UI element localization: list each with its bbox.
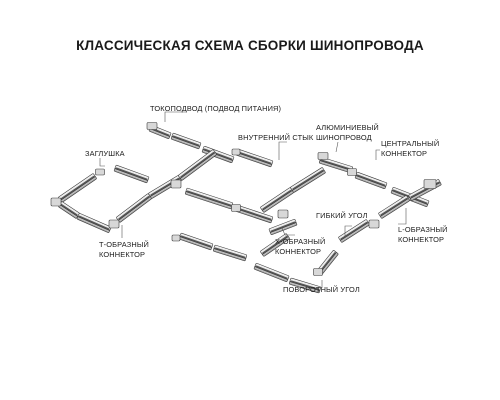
inner-joint-connector [231,148,241,156]
track-segment [76,213,112,233]
track-segment [260,233,290,257]
track-segment [116,193,152,223]
end-cap [423,179,437,189]
track-segment [253,263,290,282]
connectors [50,122,437,276]
end-cap [95,168,105,176]
track-segment [268,219,298,235]
label-end-cap: ЗАГЛУШКА [85,149,125,158]
track-segment [178,232,214,251]
track-segment [201,145,235,164]
end-cap [171,234,181,242]
central-connector [347,168,357,176]
track-segment [170,132,202,150]
label-x-connector-1: X-ОБРАЗНЫЙ [275,237,325,246]
label-flexible-corner: ГИБКИЙ УГОЛ [316,211,368,220]
track-segment [184,187,234,210]
track-segment [178,149,217,181]
track-segment [289,277,321,294]
x-connector [277,209,289,219]
label-t-connector-1: Т-ОБРАЗНЫЙ [99,240,149,249]
track-segment [260,187,294,213]
track-segment [113,164,150,184]
label-x-connector-2: КОННЕКТОР [275,247,321,256]
label-rotary-corner: ПОВОРОТНЫЙ УГОЛ [283,285,360,294]
l-connector [50,197,62,207]
leader-lines [99,111,407,288]
label-l-connector-2: КОННЕКТОР [398,235,444,244]
label-t-connector-2: КОННЕКТОР [99,250,145,259]
label-aluminium-track-2: ШИНОПРОВОД [316,133,372,142]
label-power-feed: ТОКОПОДВОД (ПОДВОД ПИТАНИЯ) [150,104,281,113]
end-cap [317,152,329,160]
connector-piece [231,204,241,212]
power-feed-connector [146,122,158,130]
flexible-corner [368,219,380,229]
track-segment [58,201,80,219]
label-central-connector-1: ЦЕНТРАЛЬНЫЙ [381,139,439,148]
track-segment [338,219,370,243]
label-l-connector-1: L-ОБРАЗНЫЙ [398,225,448,234]
diagram-title: КЛАССИЧЕСКАЯ СХЕМА СБОРКИ ШИНОПРОВОДА [76,38,424,53]
track-segment [354,171,388,190]
track-segment [235,148,274,168]
track-segment [58,173,97,203]
track-segment [317,250,339,274]
t-connector [170,179,182,189]
track-segments [58,125,442,294]
track-segment [212,244,248,262]
label-central-connector-2: КОННЕКТОР [381,149,427,158]
track-segment [378,195,410,219]
label-aluminium-track-1: АЛЮМИНИЕВЫЙ [316,123,379,132]
label-inner-joint: ВНУТРЕННИЙ СТЫК [238,133,314,142]
track-segment [290,167,326,193]
rotary-corner [313,268,323,276]
t-connector [108,219,120,229]
